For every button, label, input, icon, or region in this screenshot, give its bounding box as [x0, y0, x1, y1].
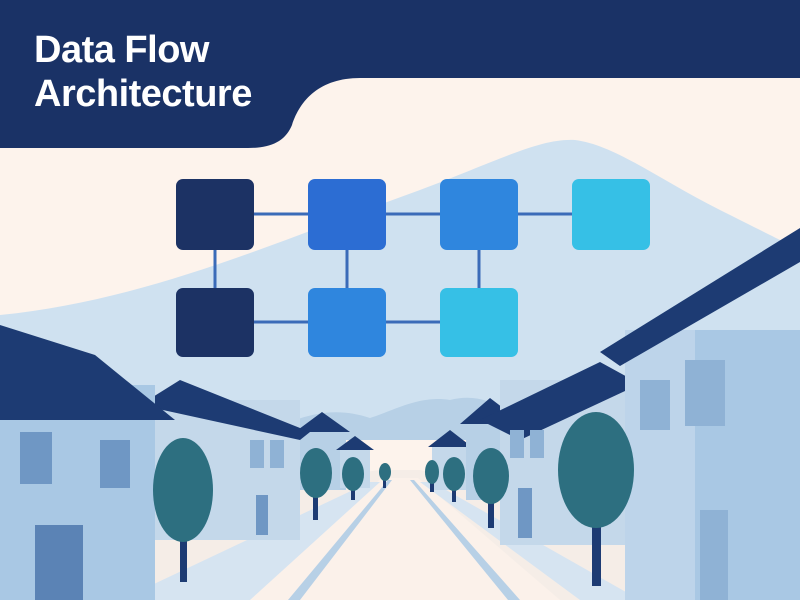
- node-r1c4: [572, 179, 650, 250]
- node-r2c3: [440, 288, 518, 357]
- node-r2c2: [308, 288, 386, 357]
- node-r1c3: [440, 179, 518, 250]
- right-lane-line: [410, 480, 520, 600]
- title-line-1: Data Flow: [34, 29, 209, 71]
- trees: [153, 412, 634, 586]
- large-house-left: [0, 325, 175, 600]
- node-r2c1: [176, 288, 254, 357]
- page-title: Data Flow Architecture: [34, 28, 252, 116]
- left-lane-line: [288, 480, 392, 600]
- street: [230, 478, 560, 600]
- node-r1c1: [176, 179, 254, 250]
- node-r1c2: [308, 179, 386, 250]
- large-house-right: [600, 228, 800, 600]
- header-band: [0, 0, 800, 148]
- diagram-nodes: [176, 179, 650, 357]
- diagram-connectors: [213, 212, 572, 324]
- title-line-2: Architecture: [34, 73, 252, 115]
